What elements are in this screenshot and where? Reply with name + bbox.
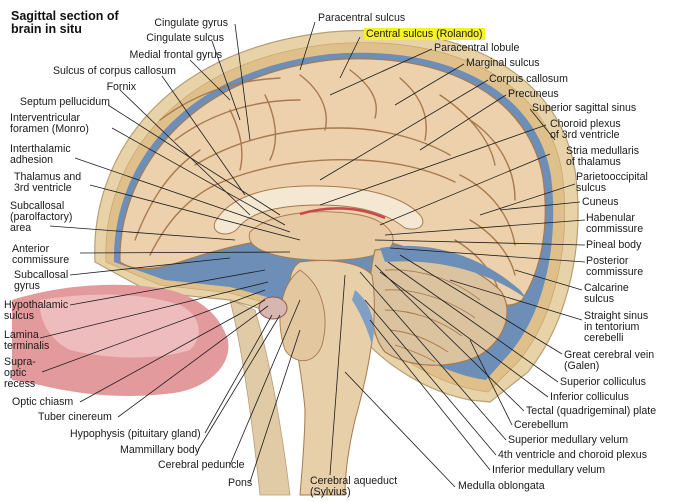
label-habenular-commissure: Habenular commissure (586, 212, 644, 235)
label-great-cerebral-vein: Great cerebral vein (Galen) (564, 349, 655, 372)
label-medial-frontal-gyrus: Medial frontal gyrus (129, 49, 222, 61)
label-subcallosal-gyrus: Subcallosal gyrus (14, 269, 69, 292)
label-cerebellum: Cerebellum (514, 419, 569, 431)
label-parietooccipital-sulcus: Parietooccipital sulcus (576, 171, 648, 194)
label-corpus-callosum: Corpus callosum (489, 73, 568, 85)
label-choroid-plexus-3rd: Choroid plexus of 3rd ventricle (550, 118, 621, 141)
label-cingulate-sulcus: Cingulate sulcus (146, 32, 224, 44)
label-lamina-terminalis: Lamina terminalis (4, 329, 50, 352)
label-stria-medullaris: Stria medullaris of thalamus (566, 145, 640, 168)
sphenoid-sinus (39, 294, 199, 358)
label-hypothalamic-sulcus: Hypothalamic sulcus (4, 299, 69, 322)
label-paracentral-sulcus: Paracentral sulcus (318, 12, 406, 24)
label-mammillary-body: Mammillary body (120, 444, 201, 456)
label-cerebral-aqueduct: Cerebral aqueduct (Sylvius) (310, 475, 398, 498)
central-sulcus-highlight: Central sulcus (Rolando) (364, 28, 485, 40)
diagram-title: Sagittal section of brain in situ (11, 9, 119, 36)
label-precuneus: Precuneus (508, 88, 559, 100)
fourth-ventricle (352, 290, 374, 345)
label-thalamus-3rd-ventricle: Thalamus and 3rd ventricle (14, 171, 82, 194)
label-cingulate-gyrus: Cingulate gyrus (154, 17, 228, 29)
label-fourth-ventricle: 4th ventricle and choroid plexus (498, 449, 647, 461)
label-calcarine-sulcus: Calcarine sulcus (584, 282, 629, 305)
leader-lines (39, 21, 586, 488)
label-superior-sagittal-sinus: Superior sagittal sinus (532, 102, 637, 114)
label-inferior-medullary-velum: Inferior medullary velum (492, 464, 606, 476)
label-septum-pellucidum: Septum pellucidum (19, 96, 110, 108)
label-anterior-commissure: Anterior commissure (12, 243, 70, 266)
tentorium (380, 245, 528, 300)
label-interventricular-foramen: Interventricular foramen (Monro) (10, 112, 89, 135)
label-subcallosal-area: Subcallosal (parolfactory) area (10, 200, 73, 234)
label-cuneus: Cuneus (582, 196, 619, 208)
label-sulcus-corpus-callosum: Sulcus of corpus callosum (52, 65, 176, 77)
label-inferior-colliculus: Inferior colliculus (550, 391, 629, 403)
label-superior-colliculus: Superior colliculus (560, 376, 646, 388)
label-paracentral-lobule: Paracentral lobule (434, 42, 520, 54)
clivus-bone (229, 299, 291, 496)
label-cerebral-peduncle: Cerebral peduncle (158, 459, 245, 471)
label-marginal-sulcus: Marginal sulcus (466, 57, 540, 69)
label-medulla-oblongata: Medulla oblongata (458, 480, 545, 492)
label-pineal-body: Pineal body (586, 239, 642, 251)
label-straight-sinus: Straight sinus in tentorium cerebelli (584, 310, 649, 344)
thalamus (248, 211, 394, 261)
label-pons: Pons (228, 477, 253, 489)
label-posterior-commissure: Posterior commissure (586, 255, 644, 278)
label-superior-medullary-velum: Superior medullary velum (508, 434, 629, 446)
label-optic-chiasm: Optic chiasm (12, 396, 74, 408)
label-supraoptic-recess: Supra- optic recess (4, 356, 36, 390)
corpus-callosum (213, 185, 424, 235)
choroid-red (299, 207, 386, 220)
cerebral-cortex (119, 58, 546, 306)
label-hypophysis: Hypophysis (pituitary gland) (70, 428, 201, 440)
label-fornix: Fornix (106, 81, 136, 93)
label-interthalamic-adhesion: Interthalamic adhesion (10, 143, 71, 166)
label-tectal-plate: Tectal (quadrigeminal) plate (526, 405, 657, 417)
label-central-sulcus: Central sulcus (Rolando) (364, 28, 485, 40)
pituitary (258, 296, 288, 320)
label-tuber-cinereum: Tuber cinereum (38, 411, 112, 423)
gyri-pattern (134, 69, 516, 296)
